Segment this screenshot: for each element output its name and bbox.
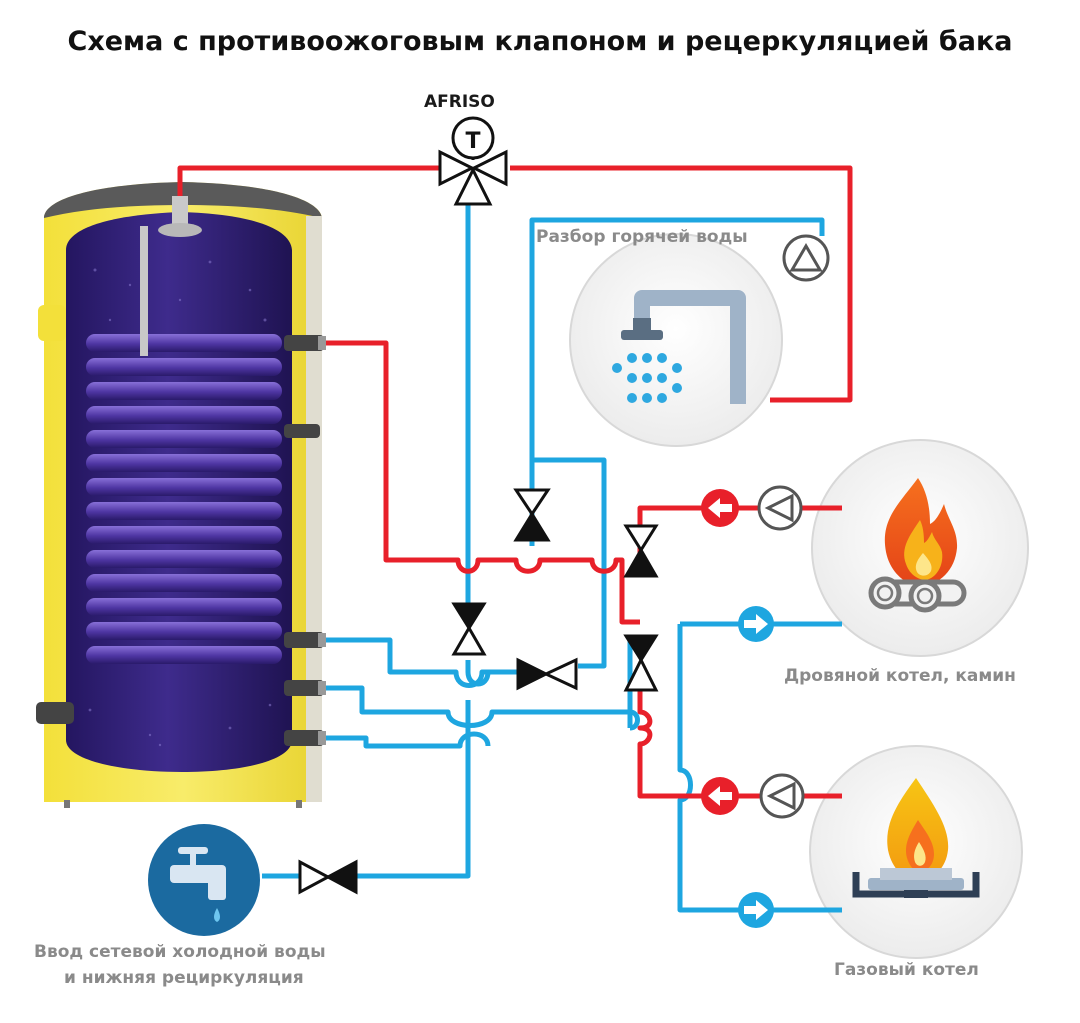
- fire-icon: [868, 478, 967, 613]
- cold-inlet-pipe: [350, 700, 471, 879]
- badge-blue-gas: [738, 892, 774, 928]
- wood-boiler-label: Дровяной котел, камин: [784, 666, 1016, 686]
- page-title: Схема с противоожоговым клапоном и рецер…: [67, 26, 1013, 57]
- gas-boiler-circle: [809, 745, 1023, 959]
- mixing-valve-icon: T: [438, 116, 508, 206]
- afriso-label: AFRISO: [424, 92, 495, 112]
- gas-boiler-label: Газовый котел: [834, 960, 979, 980]
- mixing-valve-symbol: T: [465, 129, 480, 154]
- shower-icon: [612, 290, 746, 404]
- storage-tank: [36, 182, 326, 808]
- badge-blue-wood: [738, 606, 774, 642]
- cold-water-pipes: [262, 200, 842, 913]
- faucet-icon: [170, 847, 226, 922]
- pump-icon: [757, 234, 830, 819]
- cold-inlet-label-1: Ввод сетевой холодной воды: [34, 942, 326, 962]
- wood-boiler-circle: [811, 439, 1029, 657]
- hot-draw-return-pipe: [510, 165, 853, 403]
- hot-draw-pipe: [529, 217, 825, 546]
- cold-inlet-label-2: и нижняя рециркуляция: [64, 968, 304, 988]
- ball-valve-icon: [298, 488, 659, 895]
- gas-burner-icon: [852, 778, 980, 898]
- badge-red-gas: [701, 777, 739, 815]
- gas-boiler-supply-pipe: [637, 690, 702, 799]
- flow-badges: [701, 489, 774, 928]
- boiler-return-pipe: [677, 624, 742, 913]
- heating-coil: [86, 334, 282, 664]
- coil-return-pipe: [326, 637, 518, 688]
- tank-hot-outlet-pipe: [177, 165, 440, 196]
- faucet-circle: [148, 824, 260, 936]
- hot-water-label: Разбор горячей воды: [536, 227, 748, 247]
- badge-red-wood: [701, 489, 739, 527]
- shower-circle: [569, 233, 783, 447]
